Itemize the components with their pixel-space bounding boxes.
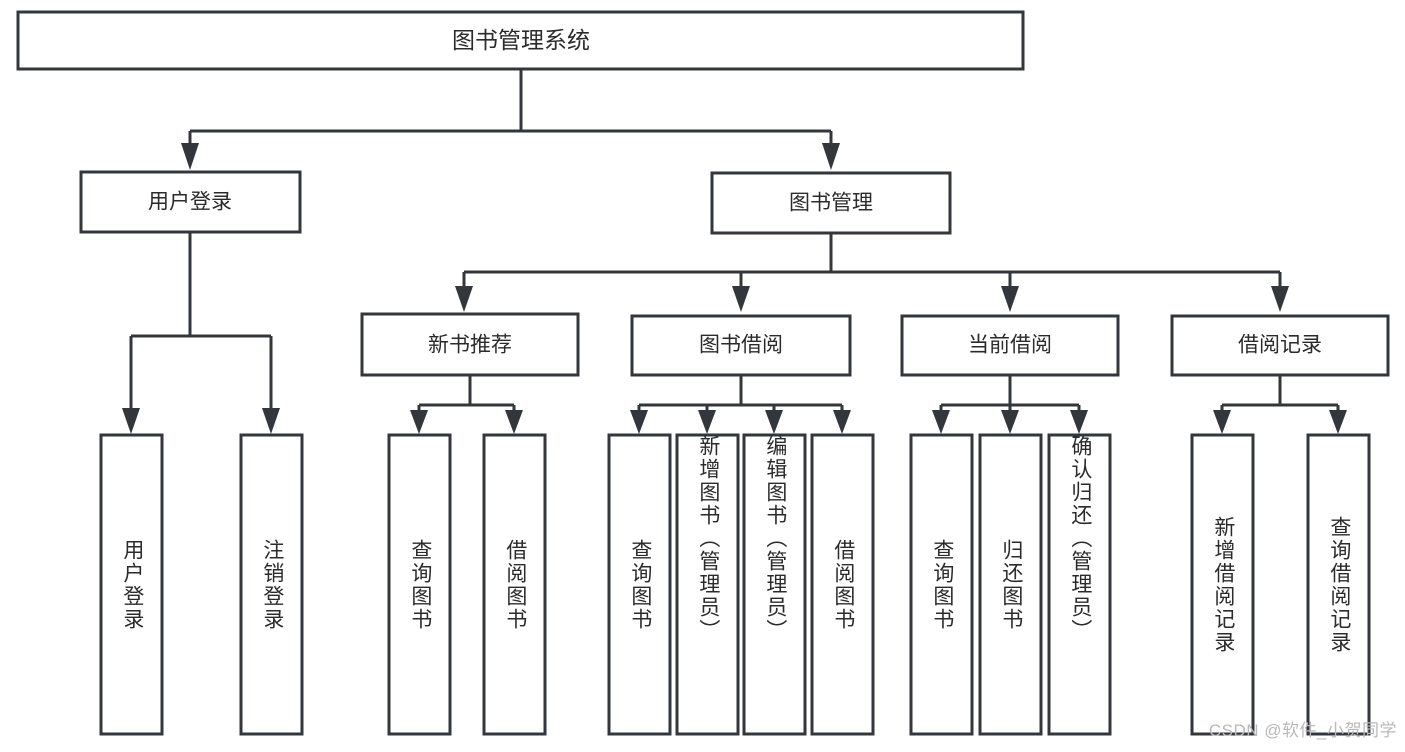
- arrow-head-edit-book-admin: [765, 410, 783, 434]
- arrow-head-leaf-user-login: [122, 408, 140, 434]
- connector-group-root: [181, 70, 840, 170]
- leaf-borrow-book-2-box[interactable]: [810, 433, 875, 736]
- leaf-add-book-admin-box[interactable]: [675, 433, 740, 736]
- node-user-login[interactable]: 用户登录: [79, 170, 302, 234]
- node-current-borrow-box[interactable]: [900, 314, 1120, 377]
- arrow-head-current-borrow: [1001, 286, 1019, 312]
- node-borrow-record-label: 借阅记录: [1238, 334, 1322, 357]
- connector-group-book-management: [455, 233, 1289, 312]
- arrow-head-query-book-2: [630, 410, 648, 434]
- leaf-user-login-box[interactable]: [99, 433, 164, 736]
- arrow-head-borrow-book-1: [505, 410, 523, 434]
- connector-group-book-borrow: [630, 375, 851, 434]
- node-book-management-label: 图书管理: [789, 192, 873, 215]
- arrow-head-query-borrow-record: [1329, 410, 1347, 434]
- node-book-borrow[interactable]: 图书借阅: [630, 314, 852, 377]
- leaf-add-borrow-record-box[interactable]: [1190, 433, 1255, 736]
- arrow-head-add-book-admin: [698, 410, 716, 434]
- arrow-head-book-borrow: [732, 286, 750, 312]
- node-new-book-recommend[interactable]: 新书推荐: [360, 312, 580, 377]
- arrow-head-query-book-3: [932, 410, 950, 434]
- leaf-borrow-book-1-box[interactable]: [482, 433, 547, 736]
- csdn-watermark: CSDN @软件_小贺同学: [1208, 721, 1397, 740]
- arrow-head-add-borrow-record: [1213, 410, 1231, 434]
- arrow-head-borrow-book-2: [833, 410, 851, 434]
- node-root[interactable]: 图书管理系统: [16, 10, 1025, 71]
- node-book-borrow-label: 图书借阅: [699, 334, 783, 357]
- connector-group-borrow-record: [1213, 375, 1347, 434]
- leaf-return-book-box[interactable]: [978, 433, 1043, 736]
- node-root-label: 图书管理系统: [452, 27, 590, 53]
- leaf-query-book-3-box[interactable]: [909, 433, 974, 736]
- node-current-borrow-label: 当前借阅: [968, 334, 1052, 357]
- arrow-head-book-management: [822, 143, 840, 170]
- arrow-head-new-book-recommend: [455, 286, 473, 312]
- arrow-head-return-book: [1001, 410, 1019, 434]
- node-book-borrow-box[interactable]: [630, 314, 852, 377]
- arrow-head-confirm-return-admin: [1070, 410, 1088, 434]
- node-borrow-record[interactable]: 借阅记录: [1170, 314, 1390, 377]
- arrow-head-leaf-logout-login: [262, 408, 280, 434]
- node-book-management-box[interactable]: [710, 171, 952, 235]
- node-new-book-recommend-label: 新书推荐: [428, 334, 512, 357]
- node-current-borrow[interactable]: 当前借阅: [900, 314, 1120, 377]
- leaf-confirm-return-admin-box[interactable]: [1047, 433, 1112, 736]
- node-borrow-record-box[interactable]: [1170, 314, 1390, 377]
- leaf-boxes: [99, 433, 1371, 736]
- arrow-head-user-login: [181, 143, 199, 170]
- leaf-query-book-1-box[interactable]: [387, 433, 452, 736]
- connector-group-new-book-recommend: [410, 375, 523, 434]
- arrow-head-borrow-record: [1271, 286, 1289, 312]
- leaf-edit-book-admin-box[interactable]: [742, 433, 807, 736]
- node-new-book-recommend-box[interactable]: [360, 312, 580, 377]
- node-book-management[interactable]: 图书管理: [710, 171, 952, 235]
- node-root-box[interactable]: [16, 10, 1025, 71]
- arrow-head-query-book-1: [410, 410, 428, 434]
- node-user-login-label: 用户登录: [148, 191, 232, 214]
- leaf-query-borrow-record-box[interactable]: [1306, 433, 1371, 736]
- connector-group-current-borrow: [932, 375, 1088, 434]
- connector-group-user-login: [122, 232, 280, 434]
- leaf-logout-login-box[interactable]: [239, 433, 304, 736]
- node-user-login-box[interactable]: [79, 170, 302, 234]
- leaf-query-book-2-box[interactable]: [607, 433, 672, 736]
